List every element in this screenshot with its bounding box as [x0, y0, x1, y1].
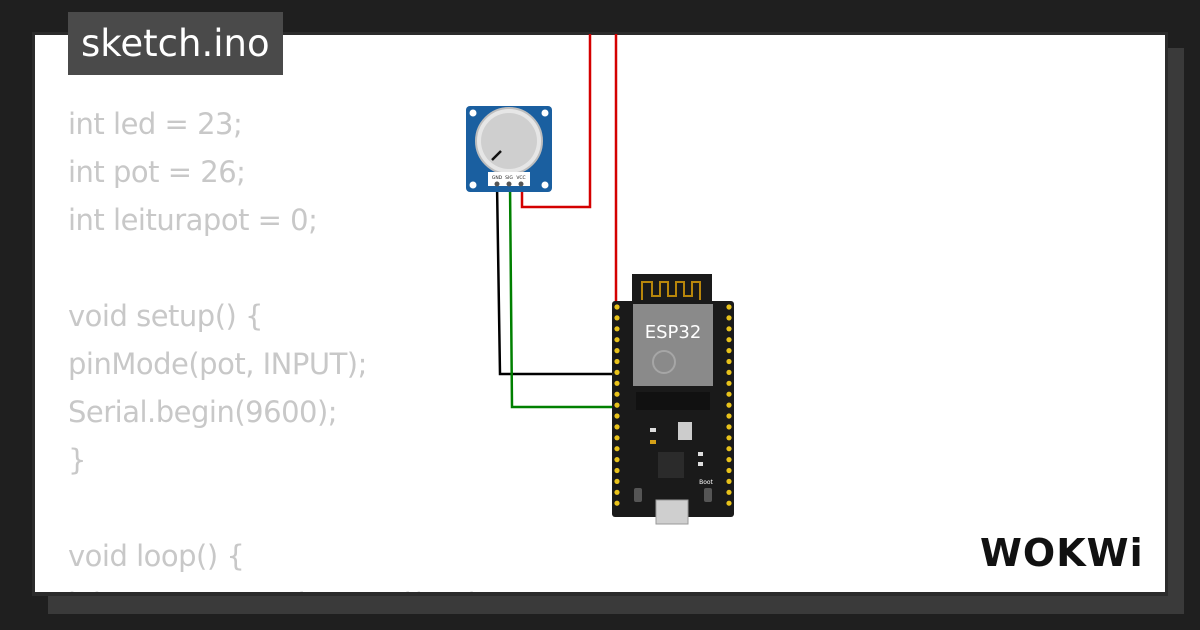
header-pin[interactable] [726, 315, 732, 321]
header-pin[interactable] [614, 391, 620, 397]
header-pin[interactable] [726, 500, 732, 506]
code-line: pinMode(pot, INPUT); [68, 347, 367, 381]
header-pin[interactable] [726, 369, 732, 375]
header-pin[interactable] [614, 380, 620, 386]
canvas-bottom-border [32, 592, 1168, 596]
smd-component [650, 428, 656, 432]
header-pin[interactable] [726, 358, 732, 365]
wire-vcc-pot[interactable] [520, 34, 592, 209]
mount-hole [469, 109, 477, 117]
smd-component [650, 440, 656, 444]
pin-vcc[interactable] [518, 181, 524, 187]
header-pin[interactable] [726, 489, 732, 495]
wires [495, 34, 634, 409]
pin-label-sig: SIG [505, 175, 513, 181]
wokwi-logo: WOKWi [980, 531, 1144, 575]
smd-component [698, 462, 703, 466]
header-pin[interactable] [614, 315, 620, 321]
code-line: void setup() { [68, 299, 264, 333]
mount-hole [469, 181, 477, 189]
boot-button[interactable] [704, 488, 712, 502]
voltage-regulator [678, 422, 692, 440]
header-pin[interactable] [726, 467, 732, 474]
canvas-bottom-shadow [48, 596, 1184, 614]
header-pin[interactable] [614, 369, 620, 375]
header-pin[interactable] [726, 457, 732, 463]
header-pin[interactable] [726, 446, 732, 452]
header-pin[interactable] [614, 467, 620, 474]
esp32-board[interactable]: ESP32 Boot [612, 274, 734, 525]
antenna-area [632, 274, 712, 304]
smd-component [698, 452, 703, 456]
knob[interactable] [481, 113, 537, 169]
header-pin[interactable] [614, 500, 620, 506]
usb-port[interactable] [655, 499, 689, 525]
wire-gnd[interactable] [495, 183, 634, 376]
header-pin[interactable] [614, 326, 620, 332]
code-line: int led = 23; [68, 107, 243, 141]
header-pin[interactable] [614, 358, 620, 365]
mount-hole [541, 181, 549, 189]
espressif-logo-icon [652, 350, 676, 374]
usb-chip [658, 452, 684, 478]
chip-label: ESP32 [645, 322, 702, 343]
pin-label-gnd: GND [492, 175, 503, 181]
header-pin[interactable] [726, 391, 732, 397]
header-pin[interactable] [726, 435, 732, 441]
code-line: int leiturapot = 0; [68, 203, 318, 237]
pin-headers [614, 304, 732, 506]
header-pin[interactable] [614, 348, 620, 354]
boot-label: Boot [699, 479, 713, 486]
header-pin[interactable] [726, 380, 732, 386]
header-pin[interactable] [614, 337, 620, 343]
simulation-canvas [32, 32, 1168, 598]
code-line: Serial.begin(9600); [68, 395, 338, 429]
header-pin[interactable] [614, 424, 620, 430]
header-pin[interactable] [614, 446, 620, 452]
esp32-module [633, 304, 713, 386]
header-pin[interactable] [614, 457, 620, 463]
header-pin[interactable] [726, 326, 732, 332]
header-pin[interactable] [726, 348, 732, 354]
header-pin[interactable] [614, 304, 620, 310]
header-pin[interactable] [614, 478, 620, 484]
code-line: void loop() { [68, 539, 245, 573]
header-pin[interactable] [726, 304, 732, 310]
header-pin[interactable] [726, 424, 732, 430]
header-pin[interactable] [614, 489, 620, 495]
header-pin[interactable] [726, 402, 732, 408]
header-pin[interactable] [614, 413, 620, 419]
code-line: int pot = 26; [68, 155, 246, 189]
header-pin[interactable] [726, 478, 732, 484]
en-button[interactable] [634, 488, 642, 502]
wire-signal[interactable] [508, 183, 617, 409]
header-pin[interactable] [726, 337, 732, 343]
potentiometer[interactable]: GND SIG VCC [466, 106, 552, 192]
knob-indicator [491, 150, 502, 161]
antenna-trace [641, 281, 701, 300]
file-tab[interactable]: sketch.ino [68, 12, 283, 75]
mount-hole [541, 109, 549, 117]
code-line: } [68, 443, 86, 477]
header-pin[interactable] [614, 402, 620, 408]
module-pads [636, 392, 710, 410]
pin-sig[interactable] [506, 181, 512, 187]
logo-text: WOKWi [980, 531, 1144, 575]
header-pin[interactable] [614, 435, 620, 441]
pin-gnd[interactable] [494, 181, 500, 187]
header-pin[interactable] [726, 413, 732, 419]
pin-label-vcc: VCC [516, 175, 525, 181]
